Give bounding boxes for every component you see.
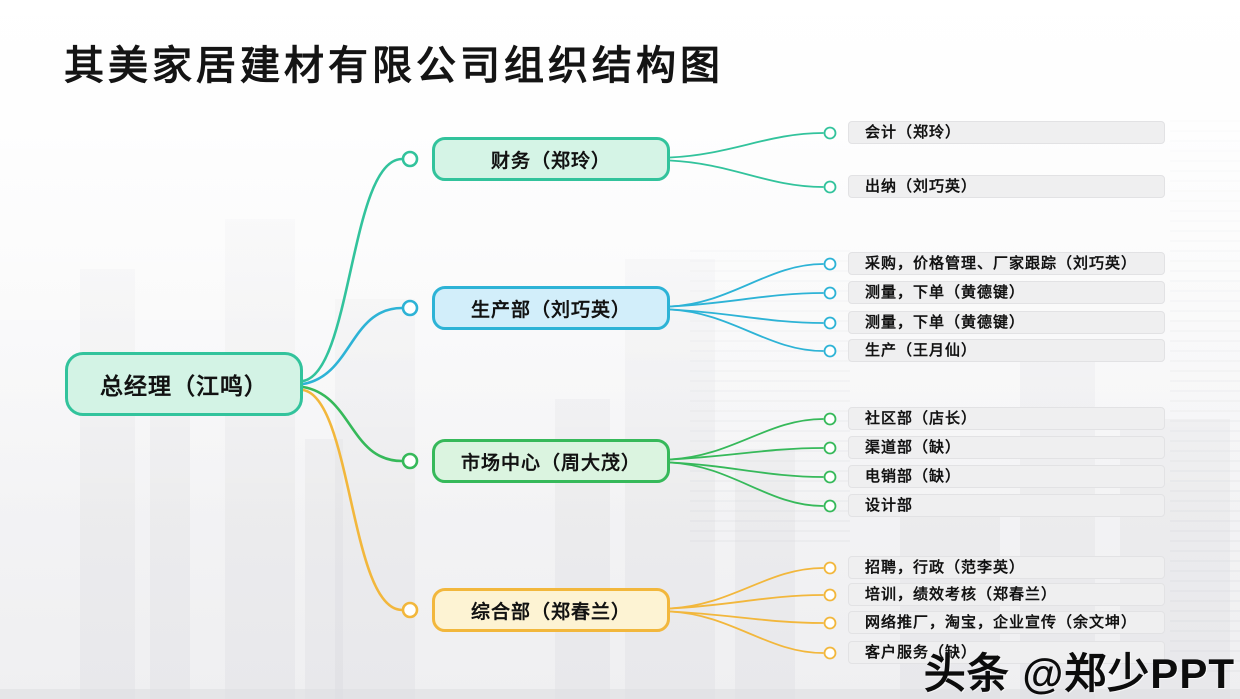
background-bottom-band	[0, 689, 1240, 699]
branch-node-production: 生产部（刘巧英）	[432, 286, 670, 330]
leaf-item: 测量，下单（黄德键）	[848, 311, 1165, 334]
leaf-item: 会计（郑玲）	[848, 121, 1165, 144]
leaf-item: 客户服务（缺）	[848, 641, 1165, 664]
leaf-item: 渠道部（缺）	[848, 436, 1165, 459]
leaf-item: 设计部	[848, 494, 1165, 517]
leaf-item: 生产（王月仙）	[848, 339, 1165, 362]
leaf-item: 电销部（缺）	[848, 465, 1165, 488]
leaf-item: 测量，下单（黄德键）	[848, 281, 1165, 304]
leaf-item: 网络推厂，淘宝，企业宣传（余文坤）	[848, 611, 1165, 634]
branch-node-general: 综合部（郑春兰）	[432, 588, 670, 632]
leaf-item: 招聘，行政（范李英）	[848, 556, 1165, 579]
leaf-item: 社区部（店长）	[848, 407, 1165, 430]
leaf-item: 采购，价格管理、厂家跟踪（刘巧英）	[848, 252, 1165, 275]
branch-node-market: 市场中心（周大茂）	[432, 439, 670, 483]
page-title: 其美家居建材有限公司组织结构图	[64, 44, 724, 88]
leaf-item: 培训，绩效考核（郑春兰）	[848, 583, 1165, 606]
branch-node-finance: 财务（郑玲）	[432, 137, 670, 181]
watermark: 头条 @郑少PPT	[923, 650, 1235, 697]
leaf-item: 出纳（刘巧英）	[848, 175, 1165, 198]
root-node: 总经理（江鸣）	[65, 352, 303, 416]
